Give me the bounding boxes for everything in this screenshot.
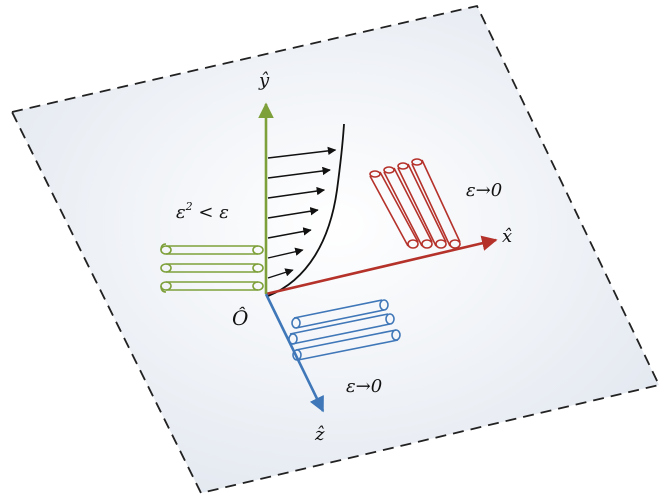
y-axis-label: ŷ: [258, 70, 270, 91]
velocity-profile-curve: [267, 123, 345, 297]
z-axis-label: ẑ: [314, 424, 325, 445]
profile-arrow: [267, 146, 337, 159]
profile-arrow: [267, 207, 319, 219]
red-fiber-bundle: [369, 158, 461, 249]
origin-label: Ô: [232, 305, 248, 330]
profile-arrow: [267, 247, 304, 259]
red-condition-label: ε→0: [466, 180, 502, 201]
green-condition-label: ε2 < ε: [176, 200, 229, 223]
blue-fiber-bundle: [288, 299, 401, 361]
profile-arrow: [267, 227, 312, 239]
plane-surface: [10, 4, 661, 495]
profile-arrow: [267, 186, 326, 199]
x-axis-label: x̂: [502, 226, 512, 247]
z-axis: [264, 293, 325, 413]
x-axis: [265, 235, 498, 296]
green-fiber-bundle: [160, 243, 264, 293]
blue-condition-label: ε→0: [346, 376, 382, 397]
velocity-profile-arrows: [267, 146, 337, 279]
profile-arrow: [267, 268, 294, 279]
profile-arrow: [267, 166, 331, 179]
